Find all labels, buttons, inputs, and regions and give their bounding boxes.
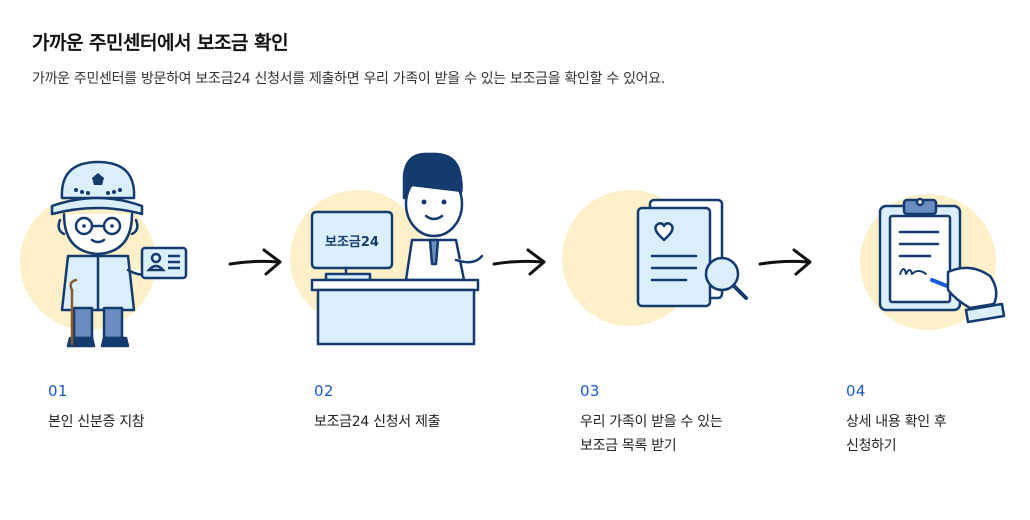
- step-number: 04: [846, 382, 866, 400]
- step1-illustration: [20, 160, 188, 348]
- step-description: 본인 신분증 지참: [48, 414, 145, 430]
- step-4: 04 상세 내용 확인 후 신청하기: [846, 382, 1030, 458]
- page-subtitle: 가까운 주민센터를 방문하여 보조금24 신청서를 제출하면 우리 가족이 받을…: [32, 71, 665, 87]
- id-card-icon: [140, 246, 188, 280]
- step-number: 03: [580, 382, 600, 400]
- step-description-line1: 상세 내용 확인 후: [846, 414, 947, 430]
- process-illustration: 보조금24: [20, 152, 1006, 348]
- step-number: 01: [48, 382, 68, 400]
- arrow-right-icon: [228, 248, 282, 276]
- clipboard-sign-icon: [878, 197, 1006, 324]
- step-description: 보조금24 신청서 제출: [314, 414, 441, 430]
- document-search-icon: [636, 198, 748, 308]
- arrow-right-icon: [758, 248, 812, 276]
- step2-illustration: 보조금24: [290, 152, 484, 346]
- step4-illustration: [860, 194, 1006, 330]
- step-1: 01 본인 신분증 지참: [48, 382, 248, 434]
- step-2: 02 보조금24 신청서 제출: [314, 382, 514, 434]
- page-title: 가까운 주민센터에서 보조금 확인: [32, 32, 289, 54]
- arrow-right-icon: [492, 248, 546, 276]
- step-description-line1: 우리 가족이 받을 수 있는: [580, 414, 723, 430]
- step3-illustration: [562, 190, 748, 326]
- step-number: 02: [314, 382, 334, 400]
- step-description-line2: 신청하기: [846, 438, 897, 454]
- step-description-line2: 보조금 목록 받기: [580, 438, 677, 454]
- monitor-label: 보조금24: [325, 235, 379, 250]
- elderly-person-icon: [50, 160, 152, 348]
- step-3: 03 우리 가족이 받을 수 있는 보조금 목록 받기: [580, 382, 780, 458]
- clerk-desk-icon: [310, 152, 484, 346]
